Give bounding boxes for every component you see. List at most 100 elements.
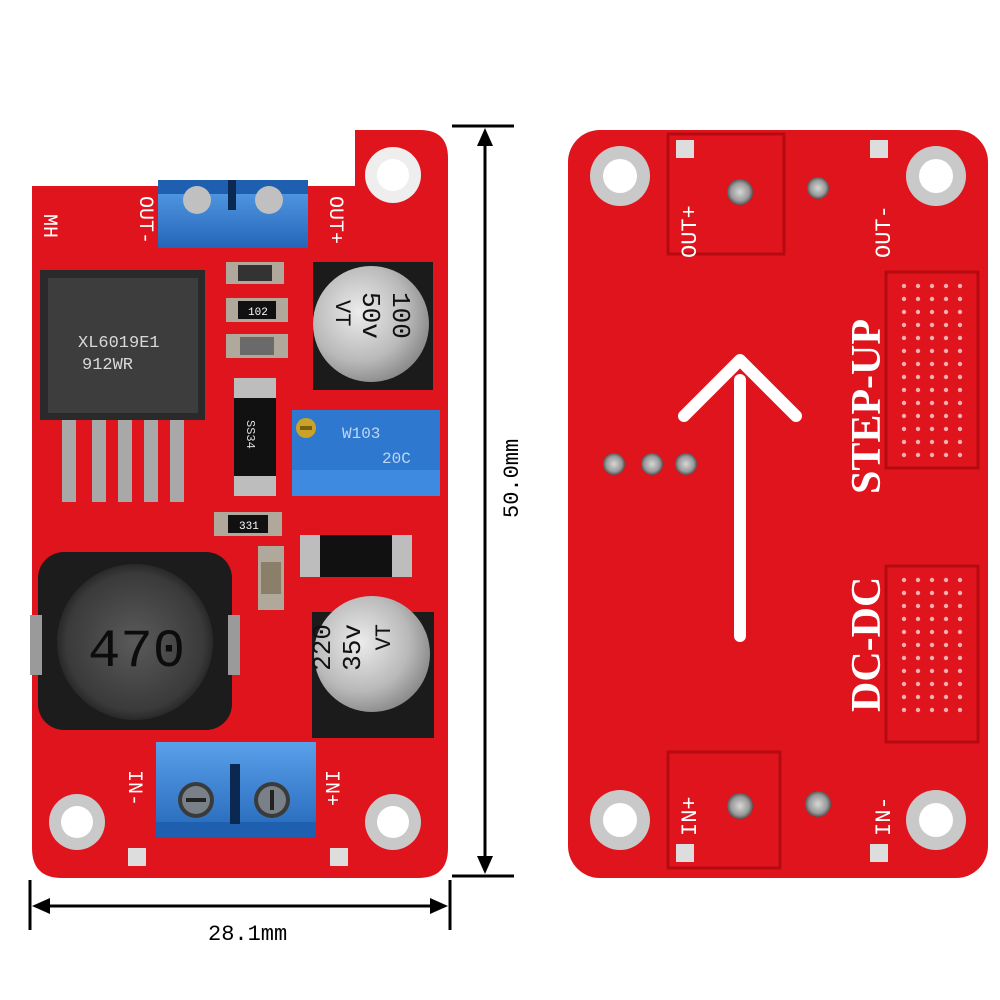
- via-dot: [929, 426, 935, 432]
- via-dot: [915, 655, 921, 661]
- back-via-3: [675, 453, 697, 475]
- via-dot: [901, 439, 907, 445]
- via-dot: [929, 655, 935, 661]
- via-dot: [901, 452, 907, 458]
- ic-marking-line2: 912WR: [82, 356, 133, 375]
- via-dot: [943, 374, 949, 380]
- back-via-2: [641, 453, 663, 475]
- via-dot: [957, 603, 963, 609]
- back-title-dc-dc: DC-DC: [844, 577, 890, 712]
- via-dot: [957, 374, 963, 380]
- via-dot: [943, 655, 949, 661]
- via-dot: [929, 374, 935, 380]
- height-dimension: [452, 124, 514, 878]
- power-inductor: [30, 552, 240, 730]
- via-dot: [901, 283, 907, 289]
- input-capacitor: [312, 596, 434, 738]
- back-pad-in-minus: [870, 844, 888, 862]
- back-out-box: [666, 132, 786, 256]
- resistor-mid-code: 331: [239, 521, 259, 533]
- via-dot: [915, 681, 921, 687]
- via-dot: [943, 452, 949, 458]
- via-dot: [957, 629, 963, 635]
- via-dot: [957, 452, 963, 458]
- via-dot: [943, 590, 949, 596]
- ic-marking-line1: XL6019E1: [78, 334, 160, 353]
- front-board: OUT- OUT+ MH XL6019E1 912WR 102: [30, 130, 448, 878]
- via-dot: [915, 439, 921, 445]
- via-dot: [901, 707, 907, 713]
- via-dot: [929, 283, 935, 289]
- back-title-step-up: STEP-UP: [844, 319, 890, 494]
- input-terminal-block: [156, 742, 316, 838]
- via-dot: [957, 426, 963, 432]
- via-dot: [915, 335, 921, 341]
- back-via-1: [603, 453, 625, 475]
- back-label-out-plus: OUT+: [678, 205, 703, 258]
- back-mount-hole-bottom-right: [906, 790, 966, 850]
- back-solder-out-plus: [727, 179, 753, 205]
- via-dot: [929, 590, 935, 596]
- via-dot: [915, 348, 921, 354]
- via-dot: [943, 577, 949, 583]
- via-dot: [915, 426, 921, 432]
- via-dot: [901, 681, 907, 687]
- via-dot: [943, 681, 949, 687]
- via-dot: [929, 616, 935, 622]
- back-pad-out-minus: [870, 140, 888, 158]
- via-dot: [915, 374, 921, 380]
- via-dot: [943, 283, 949, 289]
- label-in-plus: IN+: [319, 770, 342, 806]
- front-pad-in-minus: [128, 848, 146, 866]
- width-dimension: [28, 880, 452, 930]
- output-terminal-block: [158, 180, 308, 248]
- trimmer-line2: 20C: [382, 450, 411, 468]
- via-dot: [901, 309, 907, 315]
- direction-arrow-icon: [678, 354, 802, 642]
- via-dot: [915, 590, 921, 596]
- cap-out-line3: VT: [329, 300, 354, 326]
- back-pad-area-bottom: [884, 564, 980, 744]
- via-dot: [957, 694, 963, 700]
- via-dot: [957, 296, 963, 302]
- via-dot: [915, 413, 921, 419]
- back-solder-out-minus: [807, 177, 829, 199]
- back-pcb: [568, 130, 988, 878]
- back-mount-hole-top-right: [906, 146, 966, 206]
- via-dot: [957, 309, 963, 315]
- via-dot: [943, 322, 949, 328]
- via-dot: [915, 387, 921, 393]
- via-dot: [901, 413, 907, 419]
- via-dot: [957, 387, 963, 393]
- height-label: 50.0mm: [500, 439, 525, 518]
- via-dot: [929, 361, 935, 367]
- back-pad-area-top: [884, 270, 980, 470]
- via-dot: [915, 452, 921, 458]
- back-in-box: [666, 750, 782, 870]
- smd-diode-horizontal: [300, 535, 412, 577]
- via-dot: [957, 439, 963, 445]
- via-dot: [915, 361, 921, 367]
- cap-out-line2: 50v: [355, 292, 385, 339]
- via-dot: [943, 387, 949, 393]
- via-dot: [957, 681, 963, 687]
- via-dot: [943, 400, 949, 406]
- via-dot: [943, 348, 949, 354]
- via-dot: [901, 348, 907, 354]
- back-board: OUT+ OUT- IN+ IN- STEP-UP DC-DC: [568, 130, 988, 878]
- cap-in-line2: 35v: [338, 624, 368, 671]
- xl6019-ic: [40, 270, 205, 502]
- via-dot: [901, 296, 907, 302]
- via-dot: [929, 400, 935, 406]
- via-dot: [943, 361, 949, 367]
- via-dot: [929, 335, 935, 341]
- output-capacitor: [313, 262, 433, 390]
- back-solder-in-plus: [727, 793, 753, 819]
- back-pad-in-plus: [676, 844, 694, 862]
- via-dot: [901, 694, 907, 700]
- via-dot: [943, 603, 949, 609]
- via-dot: [901, 642, 907, 648]
- trimmer-line1: W103: [342, 425, 380, 443]
- front-mount-hole-top-right: [365, 147, 421, 203]
